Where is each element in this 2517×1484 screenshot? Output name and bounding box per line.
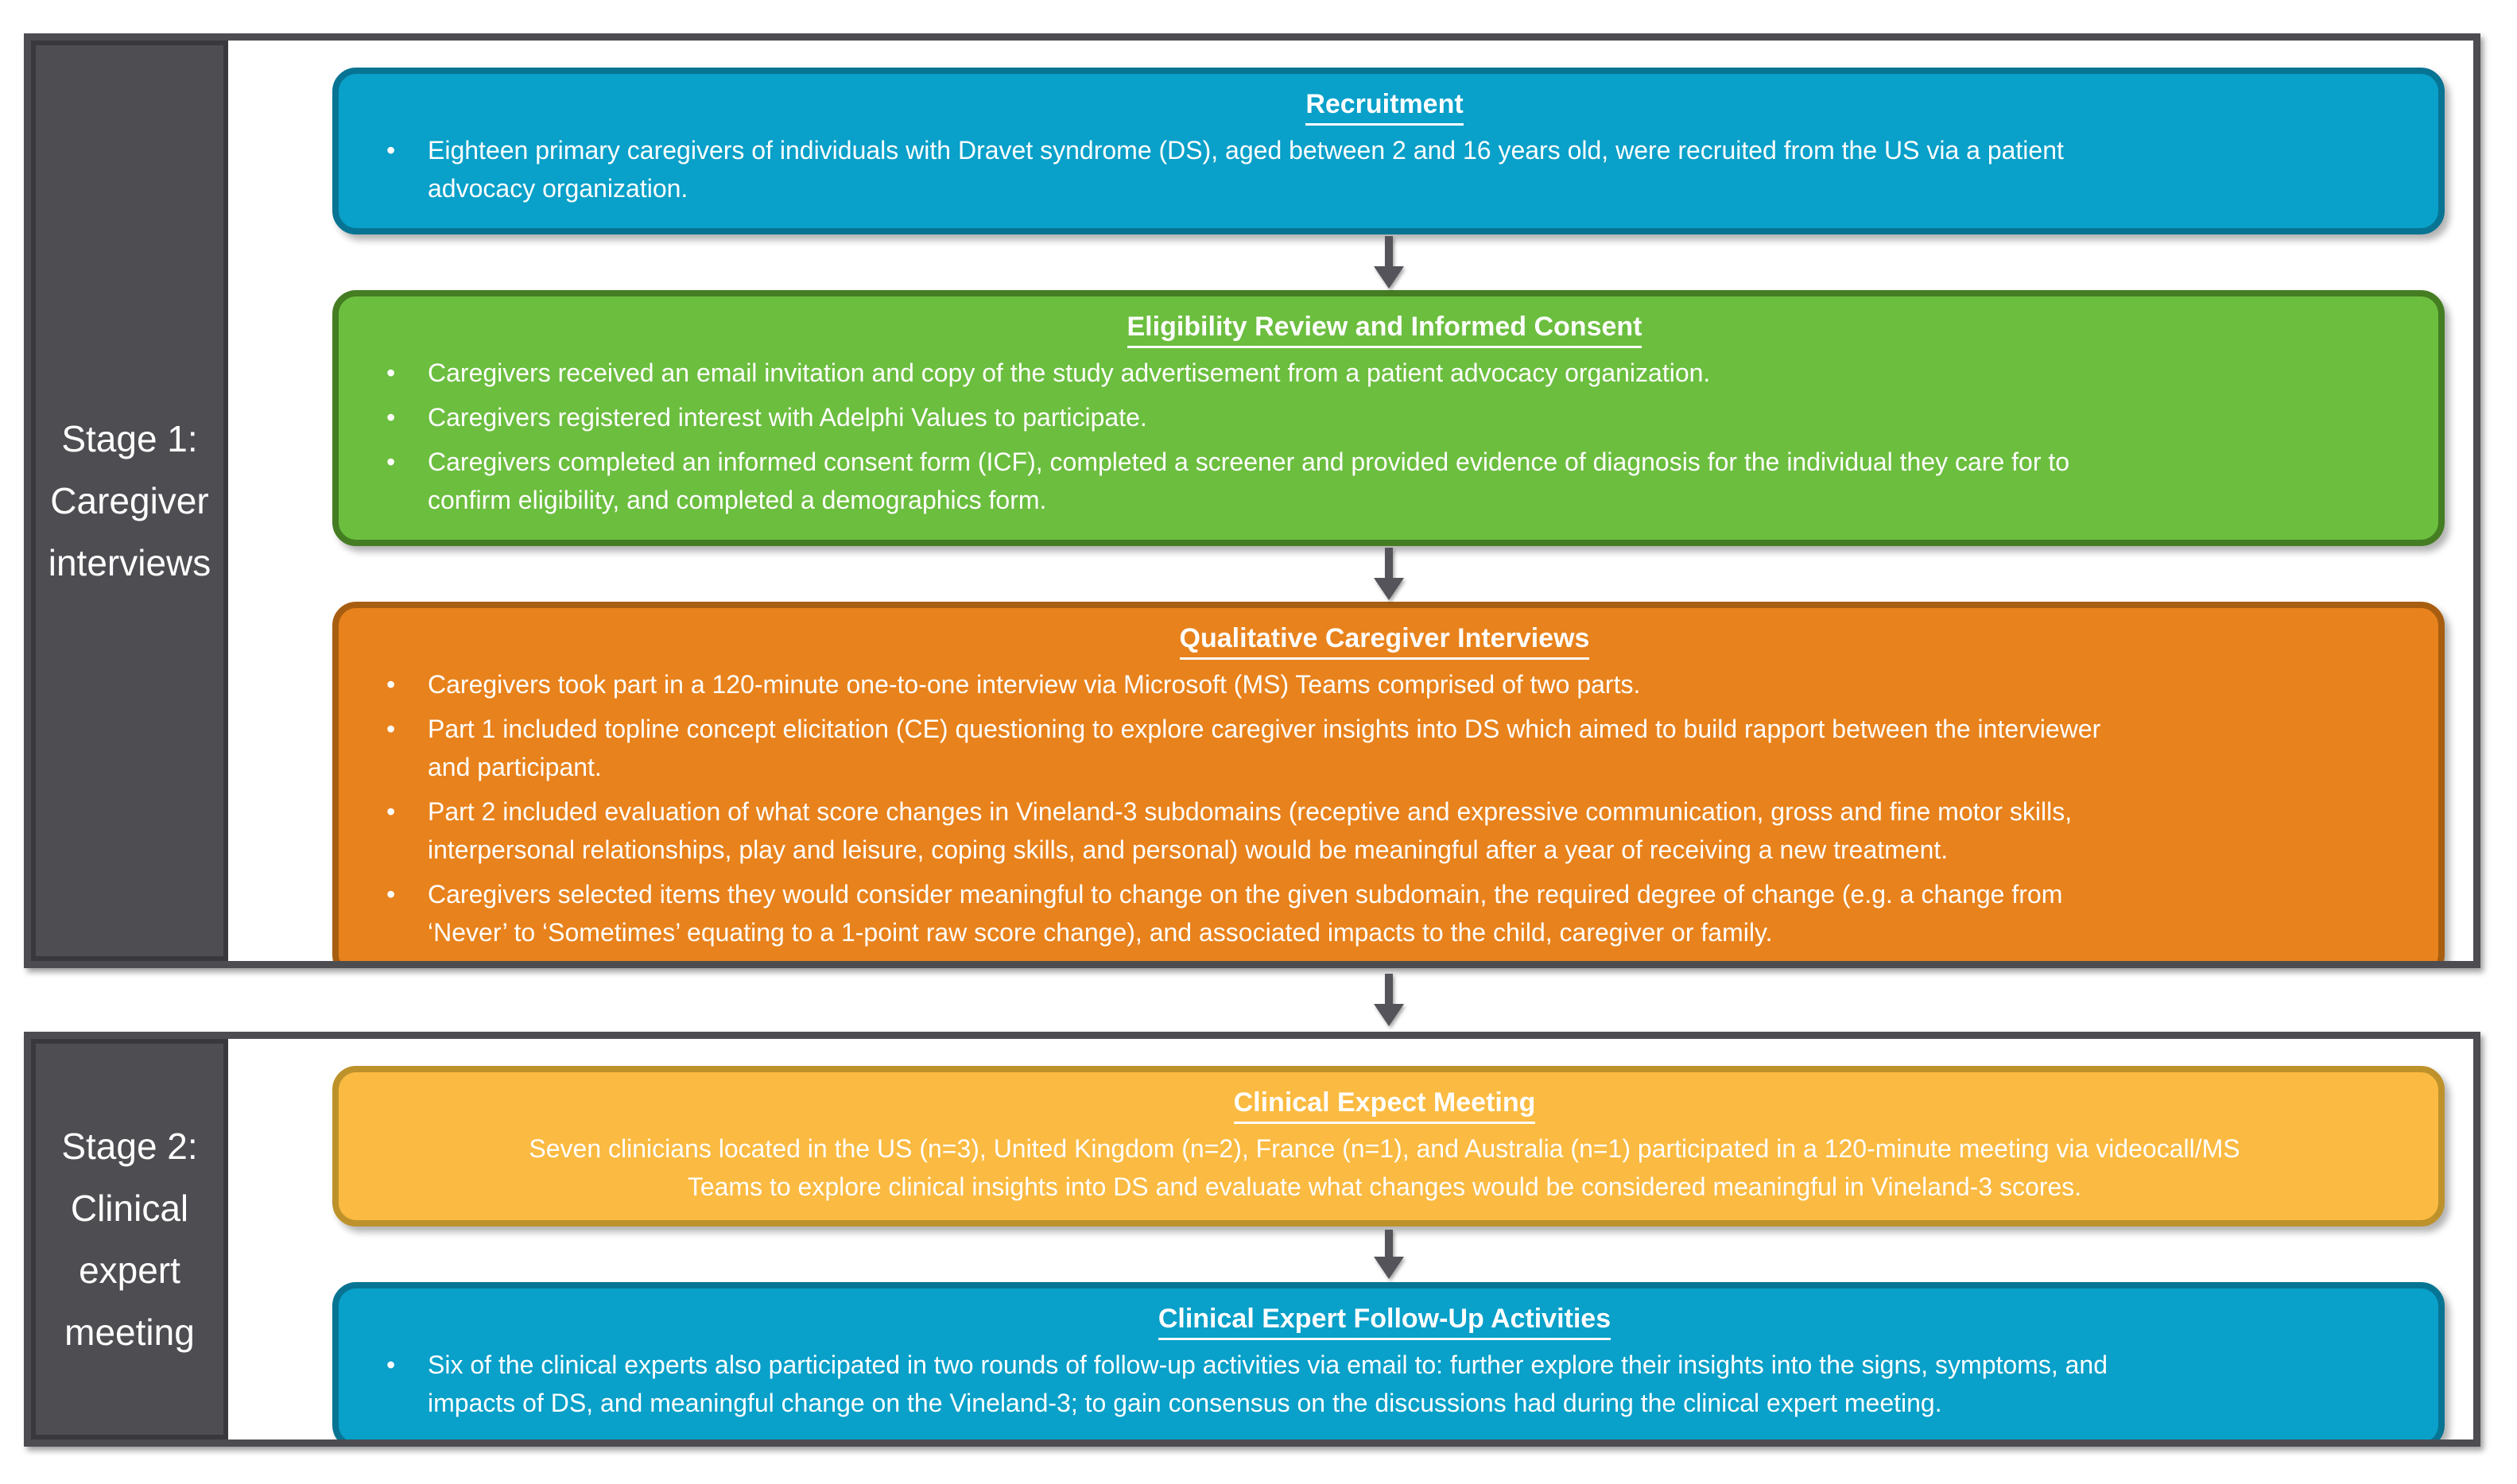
bullet-item: Caregivers took part in a 120-minute one…: [363, 665, 2406, 703]
stage-2-content: Clinical Expect Meeting Seven clinicians…: [228, 1039, 2473, 1439]
followup-box: Clinical Expert Follow-Up Activities Six…: [332, 1282, 2445, 1439]
stage-2-label-text: Stage 2: Clinical expert meeting: [61, 1126, 198, 1353]
bullet-item: Eighteen primary caregivers of individua…: [363, 131, 2406, 207]
recruitment-box-title: Recruitment: [363, 87, 2406, 126]
stage-1-label: Stage 1: Caregiver interviews: [31, 41, 228, 961]
expert-meeting-box-title-text: Clinical Expect Meeting: [1233, 1087, 1536, 1124]
expert-meeting-box-title: Clinical Expect Meeting: [363, 1085, 2406, 1124]
arrow-row: [332, 546, 2445, 602]
interviews-box: Qualitative Caregiver Interviews Caregiv…: [332, 602, 2445, 961]
eligibility-box-title: Eligibility Review and Informed Consent: [363, 309, 2406, 348]
followup-box-title: Clinical Expert Follow-Up Activities: [363, 1301, 2406, 1340]
recruitment-box: Recruitment Eighteen primary caregivers …: [332, 68, 2445, 234]
stage-1-panel: Stage 1: Caregiver interviews Recruitmen…: [24, 33, 2480, 968]
arrow-row: [332, 234, 2445, 290]
stage-2-panel: Stage 2: Clinical expert meeting Clinica…: [24, 1032, 2480, 1447]
bullet-item: Caregivers registered interest with Adel…: [363, 398, 2406, 436]
stage-2-label: Stage 2: Clinical expert meeting: [31, 1039, 228, 1439]
bullet-item: Part 2 included evaluation of what score…: [363, 792, 2406, 869]
interviews-bullet-list: Caregivers took part in a 120-minute one…: [363, 665, 2406, 951]
down-arrow-icon: [1373, 1230, 1404, 1279]
bullet-item: Six of the clinical experts also partici…: [363, 1346, 2406, 1422]
interviews-box-title-text: Qualitative Caregiver Interviews: [1179, 623, 1590, 660]
down-arrow-icon: [1373, 548, 1404, 600]
eligibility-bullet-list: Caregivers received an email invitation …: [363, 354, 2406, 519]
interviews-box-title: Qualitative Caregiver Interviews: [363, 621, 2406, 660]
arrow-row: [332, 1226, 2445, 1282]
stage-1-label-text: Stage 1: Caregiver interviews: [48, 418, 211, 583]
recruitment-box-title-text: Recruitment: [1305, 89, 1464, 126]
expert-meeting-box: Clinical Expect Meeting Seven clinicians…: [332, 1066, 2445, 1226]
expert-meeting-text: Seven clinicians located in the US (n=3)…: [529, 1134, 2240, 1201]
stage-1-content: Recruitment Eighteen primary caregivers …: [228, 41, 2473, 961]
down-arrow-icon: [1373, 236, 1404, 289]
recruitment-bullet-list: Eighteen primary caregivers of individua…: [363, 131, 2406, 207]
bullet-item: Caregivers completed an informed consent…: [363, 443, 2406, 519]
eligibility-box-title-text: Eligibility Review and Informed Consent: [1127, 312, 1642, 348]
bullet-item: Caregivers selected items they would con…: [363, 875, 2406, 951]
stage-connector-arrow-row: [332, 968, 2445, 1032]
eligibility-box: Eligibility Review and Informed Consent …: [332, 290, 2445, 546]
followup-box-title-text: Clinical Expert Follow-Up Activities: [1158, 1304, 1611, 1340]
followup-bullet-list: Six of the clinical experts also partici…: [363, 1346, 2406, 1422]
bullet-item: Caregivers received an email invitation …: [363, 354, 2406, 392]
bullet-item: Part 1 included topline concept elicitat…: [363, 710, 2406, 786]
down-arrow-icon: [1373, 974, 1404, 1026]
